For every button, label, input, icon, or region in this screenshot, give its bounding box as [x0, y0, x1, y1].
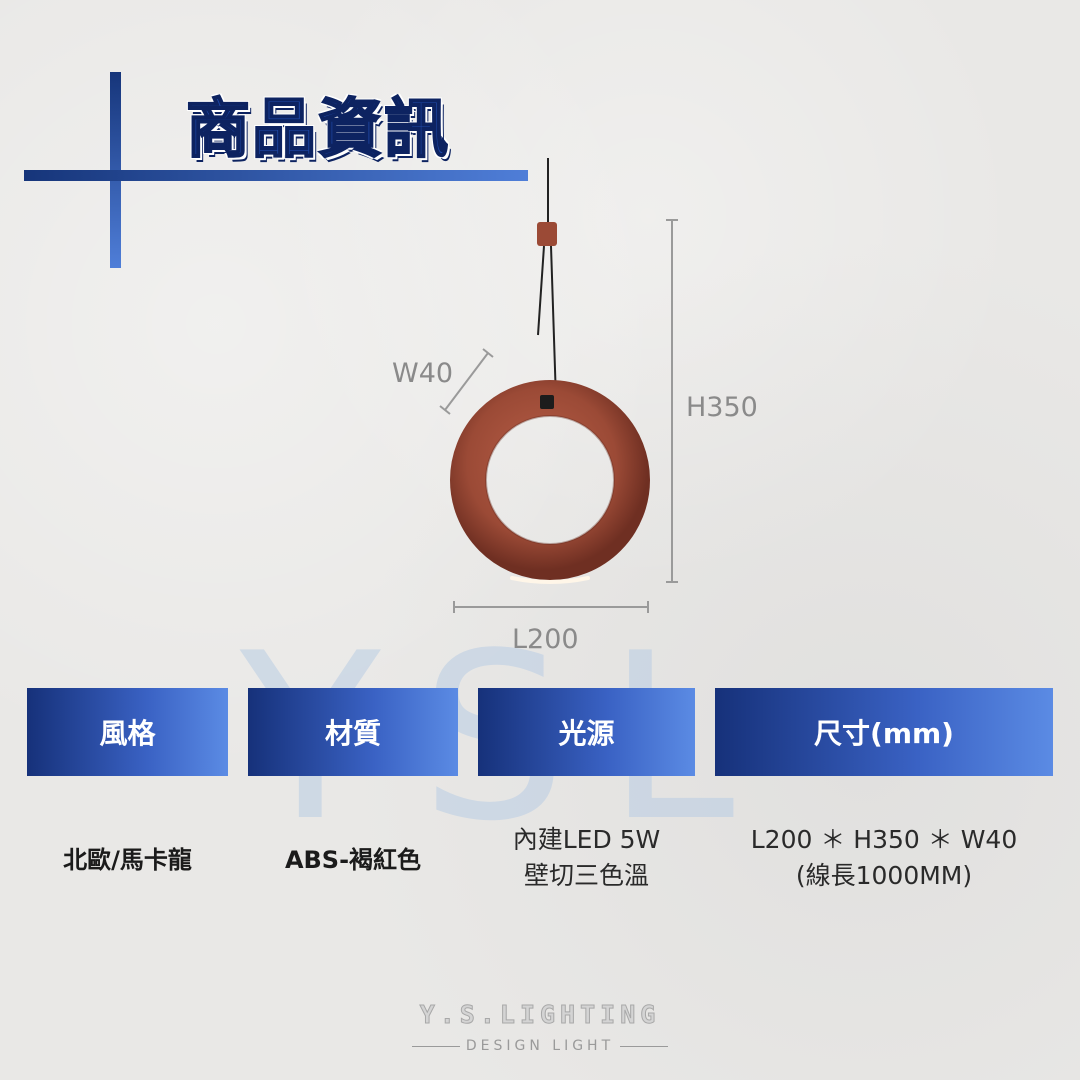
tagline-rule-left [411, 1045, 460, 1047]
cable-holder [537, 222, 557, 246]
height-dimension-label: H350 [686, 392, 758, 423]
spec-header-light-source: 光源 [478, 688, 695, 776]
spec-value-light-line-1: 內建LED 5W [512, 825, 661, 854]
tagline-rule-right [620, 1045, 669, 1047]
page-title: 商品資訊 [185, 92, 450, 168]
brand-tagline-text: DESIGN LIGHT [465, 1038, 615, 1054]
brand-tagline: DESIGN LIGHT [0, 1038, 1080, 1054]
spec-value-size: L200 ＊ H350 ＊ W40 (線長1000MM) [715, 822, 1053, 894]
title-horizontal-accent-line [24, 170, 528, 181]
spec-header-size: 尺寸(mm) [715, 688, 1053, 776]
width-dimension-label: W40 [392, 358, 454, 389]
spec-value-light-source: 內建LED 5W 壁切三色溫 [478, 822, 695, 894]
spec-value-material: ABS-褐紅色 [284, 846, 422, 874]
spec-value-light-line-2: 壁切三色溫 [523, 861, 649, 890]
ring-lamp [450, 380, 650, 580]
width-dimension-line [444, 352, 489, 411]
spec-value-style: 北歐/馬卡龍 [63, 846, 192, 874]
spec-header-style: 風格 [27, 688, 228, 776]
product-image [439, 158, 678, 613]
cable-strands [537, 245, 557, 401]
ring-inner-shadow [485, 415, 615, 545]
spec-header-material: 材質 [248, 688, 458, 776]
ring-cable-clip [540, 395, 554, 409]
length-dimension-label: L200 [512, 624, 579, 655]
ring-light-strip [510, 576, 590, 584]
spec-value-size-line-2: (線長1000MM) [795, 861, 973, 890]
brand-logo-text: Y.S.LIGHTING [419, 1000, 661, 1030]
spec-value-size-line-1: L200 ＊ H350 ＊ W40 [750, 825, 1018, 854]
